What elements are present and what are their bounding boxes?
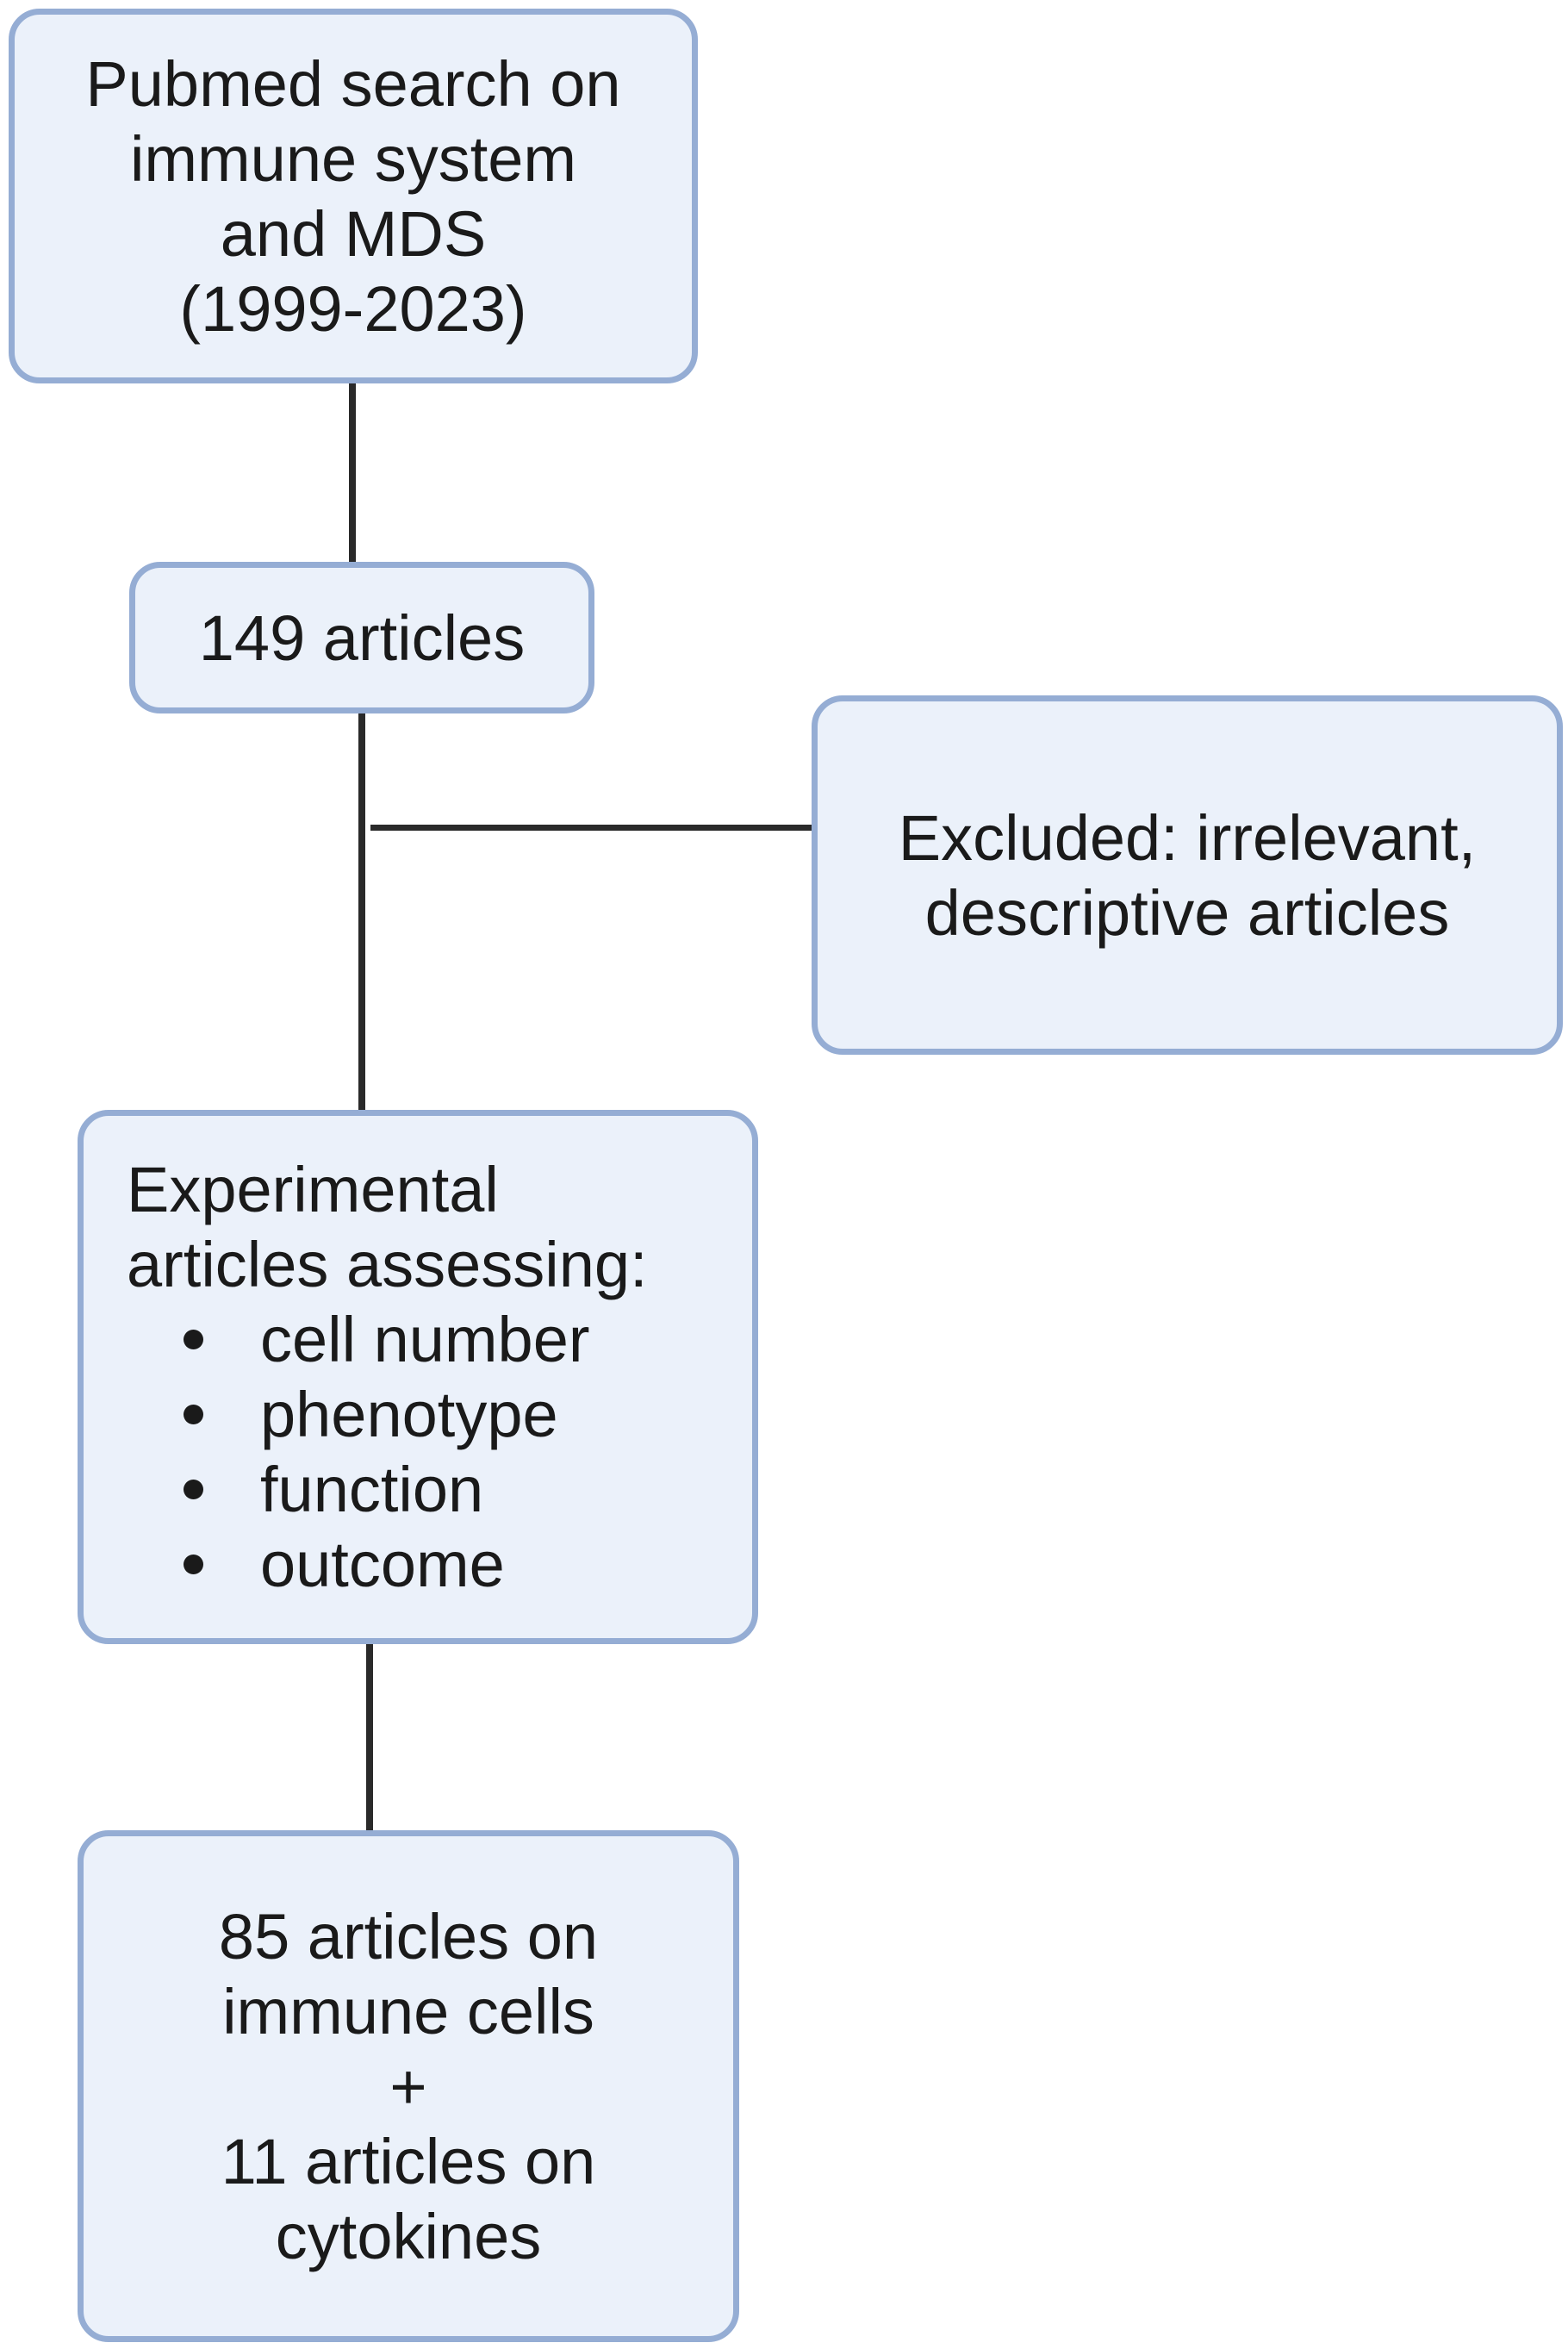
connector-count-to-criteria bbox=[358, 713, 365, 1110]
final-line-4: 11 articles on bbox=[221, 2125, 596, 2197]
criteria-item-label: cell number bbox=[260, 1304, 590, 1375]
final-line-5: cytokines bbox=[275, 2200, 542, 2272]
article-count-box: 149 articles bbox=[129, 562, 594, 713]
search-line-3: and MDS bbox=[220, 197, 487, 270]
search-box: Pubmed search on immune system and MDS (… bbox=[9, 9, 698, 383]
excluded-box: Excluded: irrelevant, descriptive articl… bbox=[812, 695, 1563, 1055]
criteria-list: cell number phenotype function outcome bbox=[127, 1302, 590, 1602]
final-result-box: 85 articles on immune cells + 11 article… bbox=[78, 1830, 739, 2342]
criteria-item-label: function bbox=[260, 1454, 484, 1525]
criteria-item: outcome bbox=[184, 1527, 590, 1602]
bullet-icon bbox=[184, 1330, 203, 1349]
search-line-4: (1999-2023) bbox=[179, 272, 527, 345]
search-line-2: immune system bbox=[129, 122, 577, 195]
criteria-heading-line-1: Experimental bbox=[127, 1154, 499, 1225]
criteria-heading-line-2: articles assessing: bbox=[127, 1229, 648, 1300]
connector-to-excluded bbox=[370, 825, 812, 831]
criteria-box: Experimental articles assessing: cell nu… bbox=[78, 1110, 758, 1644]
excluded-line-1: Excluded: irrelevant, bbox=[898, 801, 1477, 874]
criteria-item: function bbox=[184, 1452, 590, 1527]
connector-criteria-to-final bbox=[366, 1644, 373, 1830]
bullet-icon bbox=[184, 1480, 203, 1499]
final-line-3: + bbox=[389, 2050, 427, 2122]
final-line-1: 85 articles on bbox=[218, 1900, 599, 1972]
criteria-item-label: phenotype bbox=[260, 1379, 558, 1450]
article-count-label: 149 articles bbox=[198, 601, 526, 674]
bullet-icon bbox=[184, 1555, 203, 1574]
connector-search-to-count bbox=[349, 383, 356, 562]
final-line-2: immune cells bbox=[222, 1975, 594, 2047]
search-line-1: Pubmed search on bbox=[85, 47, 621, 120]
bullet-icon bbox=[184, 1405, 203, 1424]
criteria-item: cell number bbox=[184, 1302, 590, 1377]
criteria-item-label: outcome bbox=[260, 1529, 505, 1600]
excluded-line-2: descriptive articles bbox=[924, 876, 1450, 949]
criteria-item: phenotype bbox=[184, 1377, 590, 1452]
